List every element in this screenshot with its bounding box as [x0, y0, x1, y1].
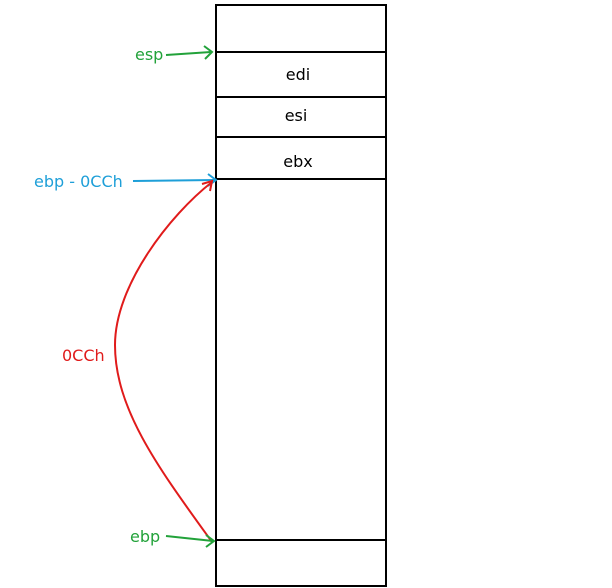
ebp-minus-label: ebp - 0CCh [34, 172, 123, 191]
ebp-label: ebp [130, 527, 160, 546]
stack-cell-label-esi: esi [285, 106, 308, 125]
span-curve-top-head [201, 179, 214, 192]
ebp-arrow-shaft [165, 535, 214, 542]
stack-cell-label-ebx: ebx [283, 152, 312, 171]
esp-arrow-shaft [165, 51, 212, 56]
esp-pointer: esp [135, 45, 214, 64]
span-curve [113, 181, 213, 543]
ebp-arrow-head [205, 534, 216, 548]
span-label: 0CCh [62, 346, 105, 365]
ebp-minus-pointer: ebp - 0CCh [34, 172, 218, 191]
span-indicator: 0CCh [62, 179, 214, 543]
stack-cell-label-edi: edi [286, 65, 310, 84]
stack-column [215, 4, 387, 587]
ebp-minus-arrow-shaft [132, 179, 216, 182]
esp-label: esp [135, 45, 163, 64]
ebp-pointer: ebp [130, 527, 216, 548]
esp-arrow-head [203, 45, 214, 60]
